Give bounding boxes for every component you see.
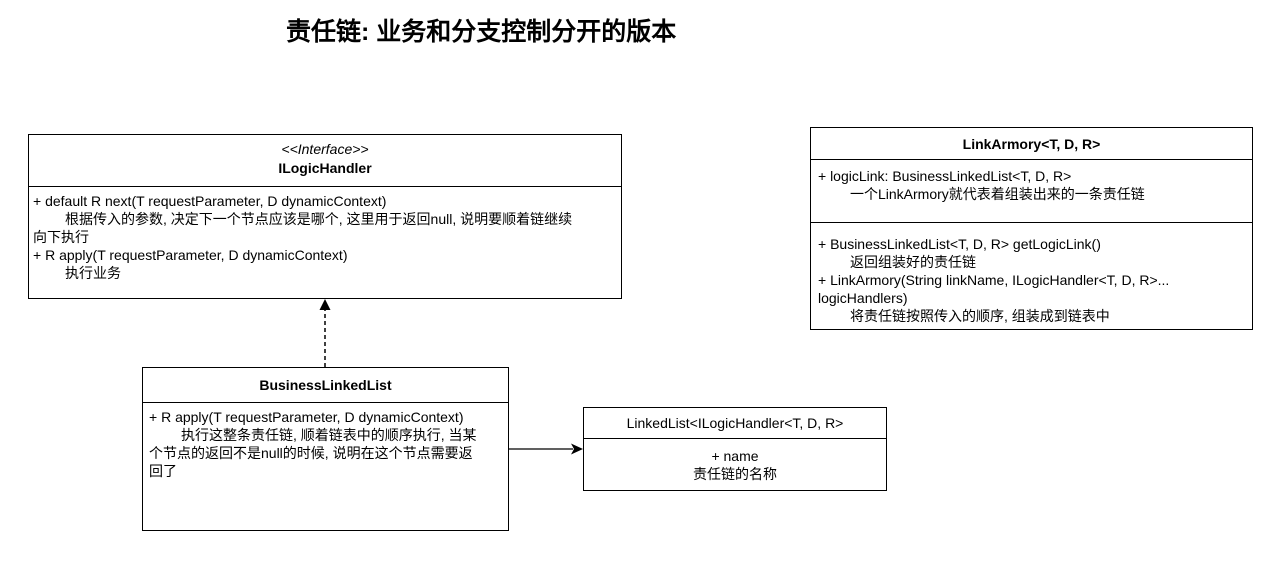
link-armory-constructor: + LinkArmory(String linkName, ILogicHand…: [818, 272, 1170, 288]
ilogic-handler-next-method: + default R next(T requestParameter, D d…: [33, 193, 387, 209]
ilogic-handler-header: <<Interface>> ILogicHandler: [29, 135, 621, 187]
link-armory-fields: + logicLink: BusinessLinkedList<T, D, R>…: [811, 160, 1252, 222]
linked-list-header: LinkedList<ILogicHandler<T, D, R>: [584, 408, 886, 439]
business-linked-list-apply-method: + R apply(T requestParameter, D dynamicC…: [149, 409, 464, 425]
realization-arrow: [319, 299, 331, 367]
link-armory-logic-link-desc: 一个LinkArmory就代表着组装出来的一条责任链: [850, 186, 1145, 202]
business-linked-list-methods: + R apply(T requestParameter, D dynamicC…: [143, 403, 508, 480]
ilogic-handler-name: ILogicHandler: [278, 160, 372, 176]
link-armory-header: LinkArmory<T, D, R>: [811, 128, 1252, 160]
link-armory-get-logic-link-desc: 返回组装好的责任链: [850, 254, 976, 270]
business-linked-list-apply-desc: 执行这整条责任链, 顺着链表中的顺序执行, 当某: [181, 427, 477, 443]
linked-list-fields: + name 责任链的名称: [584, 439, 886, 483]
business-linked-list-apply-desc-cont: 个节点的返回不是null的时候, 说明在这个节点需要返: [149, 445, 473, 461]
linked-list-name-desc: 责任链的名称: [693, 466, 777, 482]
link-armory-get-logic-link-method: + BusinessLinkedList<T, D, R> getLogicLi…: [818, 236, 1101, 252]
association-arrowhead: [571, 443, 583, 455]
ilogic-handler-stereotype: <<Interface>>: [281, 141, 369, 157]
realization-arrowhead: [319, 299, 331, 310]
link-armory-methods: + BusinessLinkedList<T, D, R> getLogicLi…: [811, 222, 1252, 325]
linked-list-name-field: + name: [711, 448, 759, 464]
ilogic-handler-apply-method: + R apply(T requestParameter, D dynamicC…: [33, 247, 348, 263]
ilogic-handler-class[interactable]: <<Interface>> ILogicHandler + default R …: [28, 134, 622, 299]
ilogic-handler-apply-desc: 执行业务: [65, 265, 121, 281]
ilogic-handler-next-desc: 根据传入的参数, 决定下一个节点应该是哪个, 这里用于返回null, 说明要顺着…: [65, 211, 573, 227]
link-armory-logic-link-field: + logicLink: BusinessLinkedList<T, D, R>: [818, 168, 1072, 184]
link-armory-constructor-desc: 将责任链按照传入的顺序, 组装成到链表中: [850, 308, 1110, 324]
linked-list-name: LinkedList<ILogicHandler<T, D, R>: [626, 415, 844, 431]
linked-list-class[interactable]: LinkedList<ILogicHandler<T, D, R> + name…: [583, 407, 887, 491]
business-linked-list-apply-desc-end: 回了: [149, 463, 177, 479]
business-linked-list-name: BusinessLinkedList: [259, 377, 392, 393]
association-arrow: [509, 443, 583, 455]
ilogic-handler-next-desc-cont: 向下执行: [33, 229, 89, 245]
link-armory-class[interactable]: LinkArmory<T, D, R> + logicLink: Busines…: [810, 127, 1253, 330]
link-armory-constructor-cont: logicHandlers): [818, 290, 908, 306]
link-armory-name: LinkArmory<T, D, R>: [962, 136, 1101, 152]
business-linked-list-class[interactable]: BusinessLinkedList + R apply(T requestPa…: [142, 367, 509, 531]
ilogic-handler-methods: + default R next(T requestParameter, D d…: [29, 187, 621, 282]
business-linked-list-header: BusinessLinkedList: [143, 368, 508, 403]
diagram-title: 责任链: 业务和分支控制分开的版本: [286, 18, 677, 46]
